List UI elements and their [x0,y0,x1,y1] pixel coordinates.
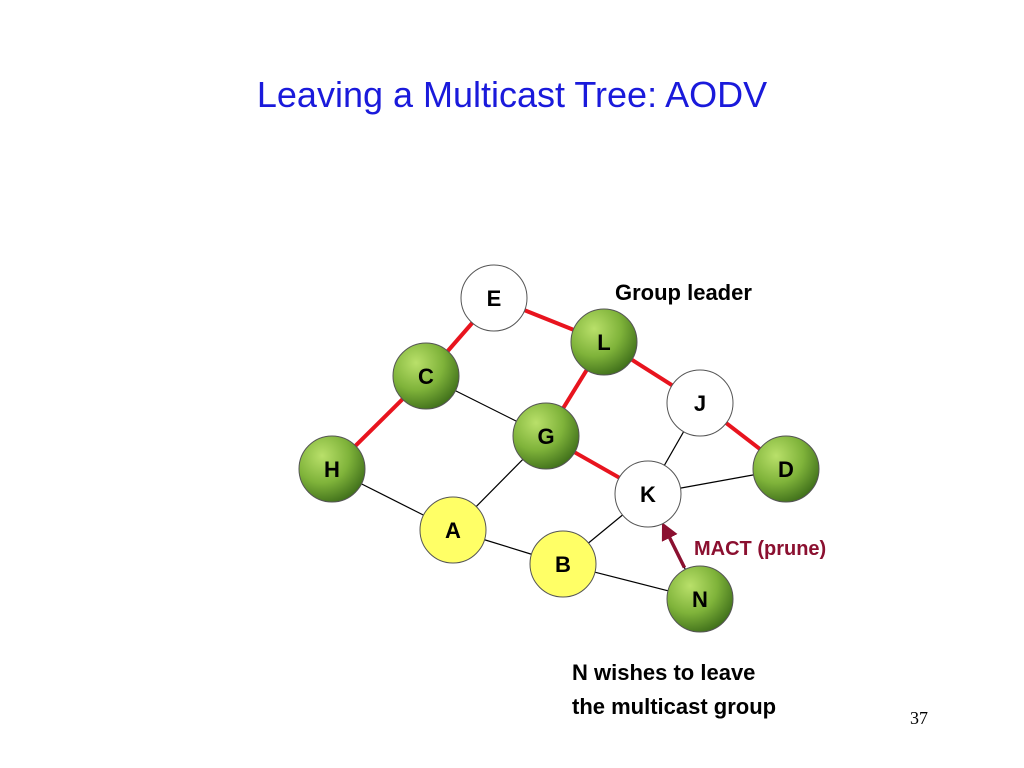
node-circle [298,435,366,503]
tree-link-g-k [573,450,621,480]
page-number: 37 [910,708,928,728]
tree-link-l-g [561,369,589,409]
tree-link-e-c [446,321,474,353]
node-e: E [460,264,528,332]
node-circle [460,264,528,332]
node-circle [614,460,682,528]
node-label: K [640,482,656,507]
node-k: K [614,460,682,528]
tree-link-c-h [354,397,404,448]
node-label: C [418,364,434,389]
link-h-a [361,483,424,516]
link-b-k [588,514,623,544]
node-label: G [537,424,554,449]
node-b: B [529,530,597,598]
note-line-1: N wishes to leave [572,660,755,685]
node-l: L [570,308,638,376]
mact-prune-label: MACT (prune) [694,538,826,560]
node-n: N [666,565,734,633]
link-j-k [663,431,685,466]
node-label: N [692,587,708,612]
note-line-2: the multicast group [572,694,776,719]
node-j: J [666,369,734,437]
node-circle [666,369,734,437]
node-a: A [419,496,487,564]
tree-link-j-d [724,421,762,451]
arrow-layer [661,522,687,569]
node-g: G [512,402,580,470]
node-d: D [752,435,820,503]
node-circle [512,402,580,470]
link-c-g [455,390,517,422]
link-a-g [475,459,524,507]
mact-prune-arrow [661,522,687,569]
node-label: J [694,391,706,416]
tree-link-e-l [523,308,575,332]
node-circle [666,565,734,633]
node-circle [419,496,487,564]
node-label: B [555,552,571,577]
link-k-d [680,474,754,489]
slide-title: Leaving a Multicast Tree: AODV [256,74,768,115]
node-c: C [392,342,460,410]
node-circle [570,308,638,376]
group-leader-label: Group leader [615,280,752,305]
node-label: H [324,457,340,482]
link-a-b [484,539,532,555]
node-circle [392,342,460,410]
node-circle [529,530,597,598]
node-label: E [487,286,502,311]
node-label: L [597,330,610,355]
link-b-n [594,571,669,592]
node-label: D [778,457,794,482]
node-label: A [445,518,461,543]
tree-link-l-j [630,358,674,387]
node-h: H [298,435,366,503]
nodes-layer: E L C J G H D K A B N [298,264,820,633]
node-circle [752,435,820,503]
